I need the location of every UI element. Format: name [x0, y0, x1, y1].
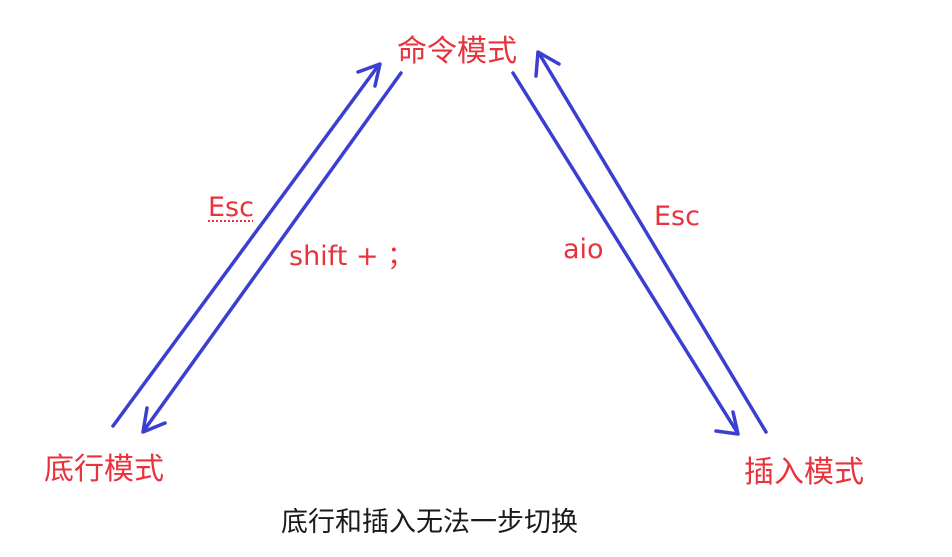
edge-label-aio: aio — [563, 234, 604, 265]
edge-label-shift-semicolon: shift + ； — [289, 241, 415, 272]
arrowhead-command-to-bottom — [141, 406, 167, 434]
edge-label-esc-left: Esc — [208, 192, 254, 223]
node-command-mode: 命令模式 — [397, 34, 517, 69]
edge-label-esc-right: Esc — [654, 201, 700, 232]
arrow-insert-to-command — [538, 53, 768, 434]
node-insert-mode: 插入模式 — [744, 455, 864, 490]
arrow-bottom-to-command — [111, 64, 380, 428]
arrow-command-to-bottom — [143, 71, 403, 431]
node-bottom-line-mode: 底行模式 — [44, 452, 164, 487]
arrowhead-command-to-insert — [714, 410, 740, 436]
arrowhead-insert-to-command — [534, 50, 561, 78]
diagram-caption: 底行和插入无法一步切换 — [281, 507, 578, 538]
arrow-command-to-insert — [511, 71, 739, 434]
arrowhead-bottom-to-command — [356, 62, 382, 88]
